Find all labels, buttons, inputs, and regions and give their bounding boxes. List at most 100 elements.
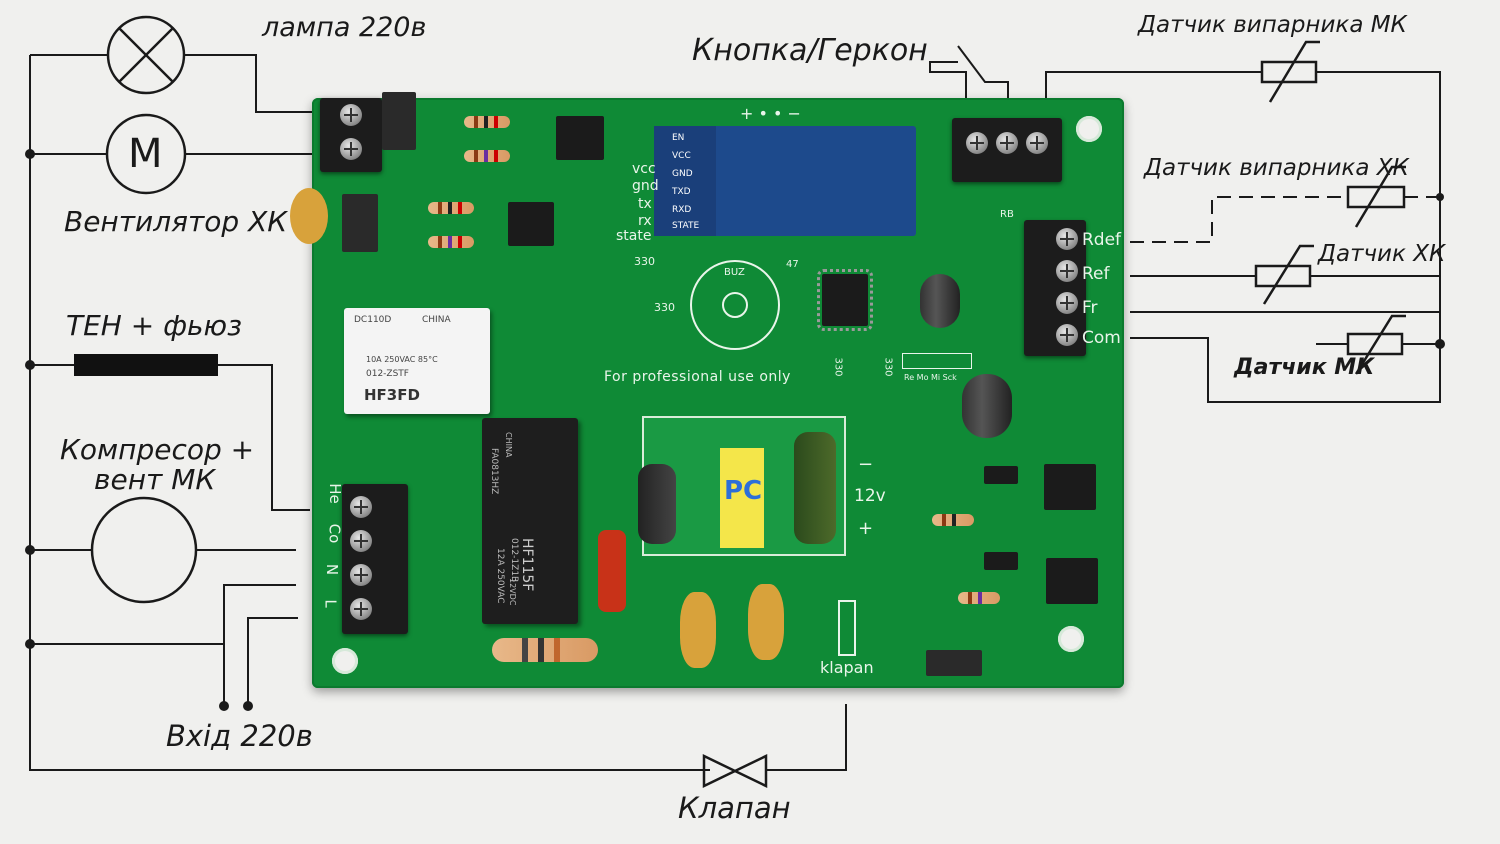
diode-smd xyxy=(984,466,1018,484)
terminal-lamp-fan xyxy=(320,98,382,172)
film-capacitor xyxy=(598,530,626,612)
triac-valve xyxy=(926,650,982,676)
pin-label-co: Co xyxy=(325,523,344,544)
motor-letter: M xyxy=(128,131,163,177)
label-sensor-mk: Датчик МК xyxy=(1234,355,1375,380)
label-heater: ТЕН + фьюз xyxy=(66,309,243,342)
bt-pin-gnd: GND xyxy=(672,169,693,179)
thermistor-evap-mk xyxy=(1260,40,1320,103)
relay-big: HF115F 012-1Z1B 12A 250VAC 12VDC FA0813H… xyxy=(482,418,578,624)
label-input: Вхід 220в xyxy=(166,719,313,753)
pin-label-rx: rx xyxy=(638,213,652,229)
thermistor-mk xyxy=(1346,314,1406,375)
relay-small-coil: DC110D xyxy=(354,315,392,325)
mounting-hole xyxy=(1076,116,1102,142)
buzzer-footprint xyxy=(690,260,780,350)
pcb-board: EN VCC GND TXD RXD STATE vcc gnd tx rx s… xyxy=(290,92,1124,688)
label-button: Кнопка/Геркон xyxy=(692,33,928,68)
pin-label-tx: tx xyxy=(638,196,652,212)
bt-pin-en: EN xyxy=(672,133,685,143)
optocoupler xyxy=(508,202,554,246)
psu-minus: − xyxy=(858,454,874,475)
psu-plus: + xyxy=(858,518,874,539)
pin-label-he: He xyxy=(325,483,344,504)
heater-symbol xyxy=(74,354,218,376)
bt-pin-vcc: VCC xyxy=(672,151,691,161)
capacitor xyxy=(920,274,960,328)
r330-label-a: 330 xyxy=(634,255,655,268)
programming-header xyxy=(902,353,972,369)
klapan-label: klapan xyxy=(820,658,874,677)
optocoupler xyxy=(1046,558,1098,604)
mounting-hole xyxy=(332,648,358,674)
buz-label: BUZ xyxy=(724,267,745,278)
c47-label: 47 xyxy=(786,259,799,270)
triac-1 xyxy=(382,92,416,150)
capacitor xyxy=(638,464,676,544)
terminal-mains xyxy=(342,484,408,634)
resistor xyxy=(410,236,492,248)
label-valve: Клапан xyxy=(678,791,791,825)
resistor xyxy=(410,202,492,214)
resistor xyxy=(446,116,528,128)
varistor-left xyxy=(290,188,328,244)
capacitor xyxy=(962,374,1012,438)
microcontroller xyxy=(817,269,873,331)
relay-big-rating: 12A 250VAC xyxy=(495,548,505,604)
terminal-sensors xyxy=(1024,220,1086,356)
r330-label-c: 330 xyxy=(832,357,844,377)
label-sensor-evap-mk: Датчик випарника МК xyxy=(1138,12,1407,38)
optocoupler xyxy=(556,116,604,160)
compressor-symbol xyxy=(90,496,198,604)
bt-pin-rxd: RXD xyxy=(672,205,692,215)
optocoupler xyxy=(1044,464,1096,510)
r330-label-b: 330 xyxy=(654,301,675,314)
pin-label-gnd: gnd xyxy=(632,178,659,194)
pin-label-vcc: vcc xyxy=(632,161,656,177)
psu-marking: РС xyxy=(724,476,763,506)
relay-big-coil: 12VDC xyxy=(508,578,517,606)
resistor xyxy=(446,150,528,162)
pin-label-top: + • • − xyxy=(740,104,801,123)
psu-12v: 12v xyxy=(854,486,886,506)
label-sensor-hk: Датчик ХК xyxy=(1318,241,1446,267)
triac-2 xyxy=(342,194,378,252)
relay-small-rating: 10A 250VAC 85°C xyxy=(366,355,438,364)
bluetooth-module: EN VCC GND TXD RXD STATE xyxy=(654,126,916,236)
resistor xyxy=(914,514,992,526)
lamp-symbol xyxy=(106,15,186,95)
relay-small-code: 012-ZSTF xyxy=(366,369,409,379)
resistor xyxy=(940,592,1018,604)
varistor xyxy=(748,584,784,660)
psu-module: РС xyxy=(638,416,846,556)
fan-motor-symbol xyxy=(105,113,187,195)
pin-label-l: L xyxy=(321,599,340,608)
valve-symbol xyxy=(702,754,768,788)
power-resistor xyxy=(474,638,616,662)
pin-label-rdef: Rdef xyxy=(1082,230,1122,250)
label-compressor-1: Компресор + xyxy=(60,433,255,466)
professional-use-text: For professional use only xyxy=(604,369,791,385)
psu-label-sticker: РС xyxy=(720,448,764,548)
varistor xyxy=(680,592,716,668)
relay-big-code: 012-1Z1B xyxy=(509,538,519,583)
prog-pins-label: Re Mo Mi Sck xyxy=(904,373,957,382)
mounting-hole xyxy=(1058,626,1084,652)
bt-pin-txd: TXD xyxy=(672,187,691,197)
pin-label-fr: Fr xyxy=(1082,298,1098,318)
relay-big-china: CHINA xyxy=(504,432,513,458)
rb-label: RB xyxy=(1000,209,1014,220)
thermistor-evap-hk xyxy=(1346,165,1406,228)
pin-label-ref: Ref xyxy=(1082,264,1110,284)
label-compressor-2: вент МК xyxy=(94,463,216,496)
pin-label-state: state xyxy=(616,228,652,244)
r330-label-d: 330 xyxy=(882,357,894,377)
relay-small-china: CHINA xyxy=(422,315,451,325)
relay-big-model: HF115F xyxy=(519,538,535,592)
bt-pin-state: STATE xyxy=(672,221,700,231)
label-fan: Вентилятор ХК xyxy=(64,205,288,238)
relay-big-lot: FA0813HZ xyxy=(489,448,499,495)
relay-small-model: HF3FD xyxy=(364,386,420,404)
